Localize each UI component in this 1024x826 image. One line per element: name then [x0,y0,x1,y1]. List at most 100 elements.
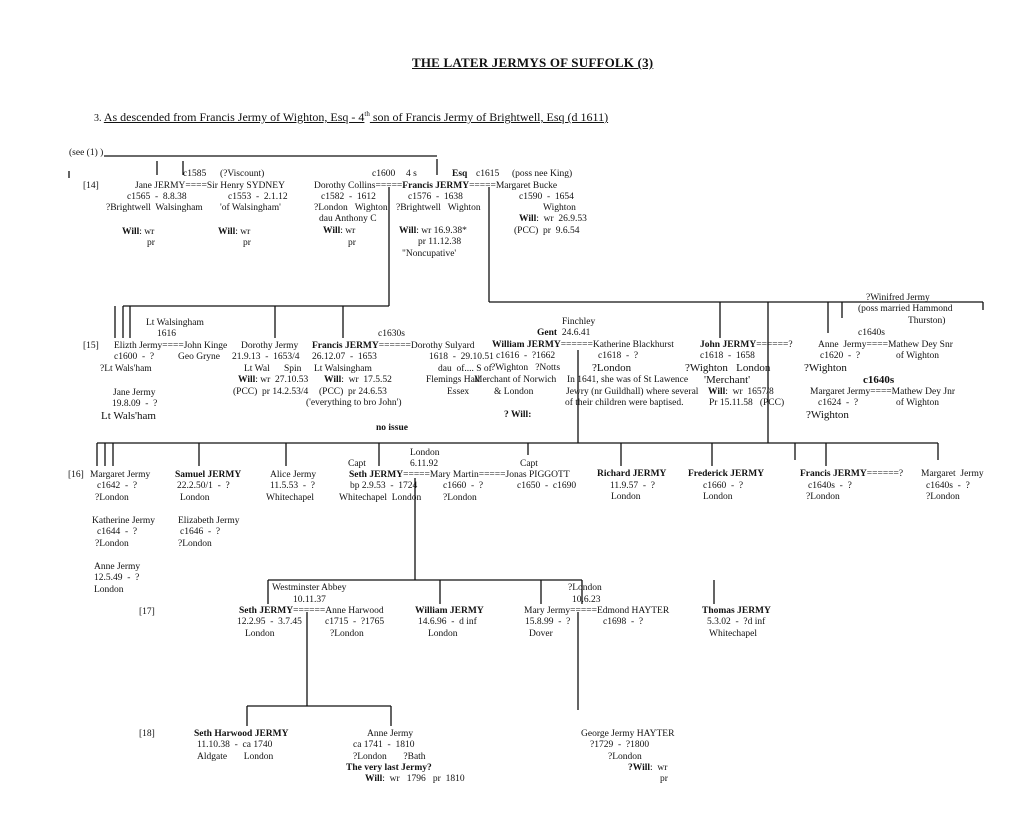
marriage-sign: ====== [560,340,593,350]
person-place: ?Lt Wals'ham [100,364,152,374]
person-place: Lt Walsingham [314,364,372,374]
will-wr: : wr 1796 pr 1810 [382,774,465,784]
date-label: c1640s [858,328,885,338]
will-label: Will [324,375,342,385]
marriage-sign: ==== [380,181,403,191]
person-place: London [611,492,641,502]
will-label: ? Will [504,410,529,420]
note-label: (?Viscount) [220,169,265,179]
page-subtitle: 3. As descended from Francis Jermy of Wi… [94,107,608,126]
marriage-sign: ===== [478,470,506,480]
person-place: Wighton [543,203,576,213]
date-label: 24.6.41 [561,328,591,338]
person-place: ?London [178,539,212,549]
will-record: Will: wr [218,227,250,238]
date-label: c1600 [372,169,396,179]
person-elizabeth-jermy: Elizabeth Jermy [178,516,240,526]
subtitle-text-b: son of Francis Jermy of Brightwell, Esq … [369,110,609,124]
person-place: ?London ?Bath [353,752,426,762]
will-label: Will [323,226,341,236]
person-place: ?London [608,752,642,762]
person-dates: c1642 - ? [97,481,138,491]
see-reference: (see (1) ) [69,148,104,158]
person-name: Seth JERMY [349,470,404,480]
marriage-sign: ===== [469,181,496,191]
person-william-jermy: William JERMY======Katherine Blackhurst [492,340,674,351]
person-place: & London [494,387,534,397]
person-dates: ca 1741 - 1810 [353,740,415,750]
person-dates: c1646 - ? [180,527,221,537]
person-richard-jermy: Richard JERMY [597,469,667,479]
title-gent: Gent 24.6.41 [537,328,590,339]
person-place: Lt Wals'ham [101,410,156,422]
will-label: Will [122,227,140,237]
person-note: dau of.... S of [438,364,492,374]
person-name: Seth JERMY [239,606,294,616]
will-wr: : wr [340,226,356,236]
title-label: Gent [537,328,558,338]
person-dates: 11.9.57 - ? [610,481,656,491]
will-label: Will [399,226,417,236]
person-dates: c1640s - ? [808,481,852,491]
place-label: ?London [568,583,602,593]
person-name: Francis JERMY [800,469,867,479]
person-seth-jermy: Seth JERMY=====Mary Martin=====Jonas PIG… [349,470,570,481]
person-name: Geo Gryne [178,352,220,362]
person-place: Flemings Hall [426,375,481,385]
person-place: of Wighton [896,351,939,361]
person-place: ?London [95,493,129,503]
person-name: Francis JERMY [402,181,470,191]
person-place: ?London [926,492,960,502]
will-pr: pr 11.12.38 [418,237,462,247]
will-note: "Noncupative' [402,249,457,259]
marriage-sign: ======? [756,340,793,350]
person-note: dau Anthony C [319,214,377,224]
title-esq: Esq [452,169,468,179]
will-pr: pr [147,238,155,248]
will-record: Will: wr [323,226,355,237]
person-name: Dorothy Collins= [314,181,381,191]
person-place: ?Wighton [806,409,849,421]
generation-label: [17] [139,607,155,617]
person-dates: c1618 - ? [598,351,639,361]
person-francis-jermy: Francis JERMY======? [800,469,903,480]
person-seth-jermy: Seth JERMY======Anne Harwood [239,606,384,617]
date-label: 1616 [157,329,176,339]
will-pr: pr [348,238,356,248]
person-seth-harwood-jermy: Seth Harwood JERMY [194,729,289,739]
person-dates: 19.8.09 - ? [112,399,158,409]
will-pr: pr [660,774,668,784]
person-george-jermy-hayter: George Jermy HAYTER [581,729,675,739]
person-name: Margaret Bucke [495,181,558,191]
marriage-sign: ======? [866,469,904,479]
person-dates: 5.3.02 - ?d inf [707,617,766,627]
person-place: London [703,492,733,502]
will-pr: (PCC) pr 14.2.53/4 [233,387,309,397]
person-name: Mary Jermy [524,606,571,616]
person-dates: c1600 - ? [114,352,155,362]
place-label: Westminster Abbey [272,583,347,593]
date-label: c1630s [378,329,405,339]
person-place: London [428,629,458,639]
person-name: Francis JERMY [312,341,379,351]
person-dates: c1590 - 1654 [519,192,574,202]
person-note: Jewry (nr Guildhall) where several [566,387,699,397]
person-dates: c1624 - ? [818,398,859,408]
person-place: Aldgate London [197,752,274,762]
person-dates: c1553 - 2.1.12 [228,192,288,202]
page-title: THE LATER JERMYS OF SUFFOLK (3) [412,55,654,70]
person-mary-jermy: Mary Jermy=====Edmond HAYTER [524,606,669,617]
will-wr: : wr 1657/8 [725,387,774,397]
person-place: Lt Wal Spin [244,364,302,374]
person-dates: 22.2.50/1 - ? [177,481,230,491]
person-place: ?London [592,362,632,374]
person-name: Mary Martin [429,470,479,480]
person-dates: c1618 - 1658 [700,351,755,361]
person-place: ?Brightwell Wighton [396,203,481,213]
will-pr: (PCC) pr 24.6.53 [319,387,387,397]
person-name: Anne Harwood [325,606,384,616]
person-dates: c1715 - ?1765 [325,617,385,627]
person-dates: c1698 - ? [603,617,644,627]
person-place: ?Wighton London [685,362,771,374]
person-frederick-jermy: Frederick JERMY [688,469,765,479]
